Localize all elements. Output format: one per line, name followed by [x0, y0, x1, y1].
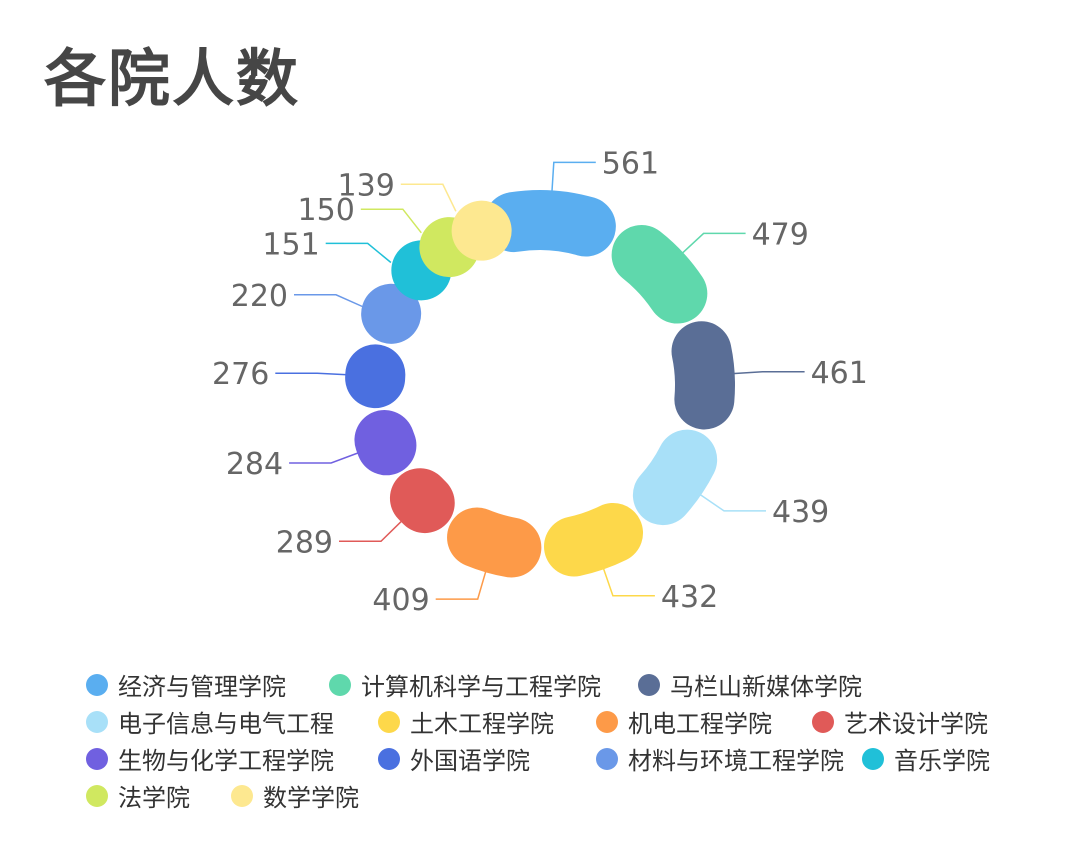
data-label-2: 461 [811, 356, 868, 391]
data-label-12: 139 [338, 168, 395, 203]
legend-row: 经济与管理学院 计算机科学与工程学院 马栏山新媒体学院 [86, 666, 1046, 703]
slice-6[interactable] [389, 468, 455, 534]
legend-label: 计算机科学与工程学院 [361, 673, 601, 701]
data-label-0: 561 [602, 146, 659, 181]
data-label-8: 276 [212, 357, 269, 392]
legend-item[interactable]: 电子信息与电气工程 [86, 703, 334, 740]
slice-7[interactable] [354, 410, 417, 476]
legend-label: 艺术设计学院 [844, 710, 988, 738]
legend-label: 材料与环境工程学院 [628, 747, 844, 775]
slice-2[interactable] [671, 321, 735, 430]
data-label-9: 220 [231, 279, 288, 314]
legend-item[interactable]: 艺术设计学院 [812, 703, 988, 740]
legend-swatch [812, 710, 834, 733]
leader-line-0 [551, 161, 596, 193]
legend-swatch [86, 673, 108, 696]
legend-label: 土木工程学院 [410, 710, 554, 738]
leader-line-3 [698, 493, 766, 512]
legend-label: 音乐学院 [894, 747, 990, 775]
leader-line-7 [289, 451, 360, 464]
legend-label: 马栏山新媒体学院 [670, 673, 862, 701]
chart-title: 各院人数 [44, 42, 301, 115]
legend-swatch [86, 747, 108, 770]
data-label-6: 289 [276, 525, 333, 560]
legend-label: 外国语学院 [410, 747, 530, 775]
legend-swatch [378, 710, 400, 733]
legend-label: 生物与化学工程学院 [118, 747, 334, 775]
legend-label: 电子信息与电气工程 [118, 710, 334, 738]
legend-swatch [378, 747, 400, 770]
leader-line-2 [732, 371, 805, 375]
leader-line-5 [435, 570, 487, 600]
legend-item[interactable]: 法学院 [86, 777, 190, 814]
data-label-7: 284 [226, 447, 283, 482]
legend-item[interactable]: 数学学院 [231, 777, 359, 814]
data-label-5: 409 [372, 583, 429, 618]
data-label-1: 479 [752, 217, 809, 252]
legend-item[interactable]: 计算机科学与工程学院 [329, 666, 601, 703]
legend-row: 法学院 数学学院 [86, 777, 1046, 814]
legend-swatch [86, 710, 108, 733]
legend-item[interactable]: 音乐学院 [862, 740, 990, 777]
leader-line-1 [681, 232, 746, 255]
data-label-4: 432 [661, 580, 718, 615]
leader-line-4 [602, 567, 655, 597]
legend-label: 数学学院 [263, 784, 359, 812]
legend-label: 法学院 [118, 784, 190, 812]
leader-line-10 [325, 242, 392, 264]
leader-line-8 [275, 372, 348, 376]
slice-4[interactable] [543, 502, 644, 577]
leader-line-9 [294, 294, 364, 308]
legend-swatch [86, 784, 108, 807]
data-label-10: 151 [262, 227, 319, 262]
leader-line-12 [400, 183, 457, 212]
data-label-11: 150 [298, 193, 355, 228]
leader-line-11 [360, 208, 422, 234]
legend-row: 电子信息与电气工程 土木工程学院 机电工程学院 艺术设计学院 [86, 703, 1046, 740]
legend-item[interactable]: 马栏山新媒体学院 [638, 666, 862, 703]
legend-item[interactable]: 材料与环境工程学院 [596, 740, 844, 777]
legend-swatch [329, 673, 351, 696]
legend-swatch [231, 784, 253, 807]
legend-item[interactable]: 机电工程学院 [596, 703, 772, 740]
slice-1[interactable] [611, 225, 708, 324]
leader-line-6 [339, 519, 403, 543]
data-label-3: 439 [772, 495, 829, 530]
slice-0[interactable] [484, 190, 616, 257]
legend-label: 机电工程学院 [628, 710, 772, 738]
legend-item[interactable]: 经济与管理学院 [86, 666, 286, 703]
legend-row: 生物与化学工程学院 外国语学院 材料与环境工程学院 音乐学院 [86, 740, 1046, 777]
legend-swatch [596, 710, 618, 733]
slice-3[interactable] [632, 429, 718, 526]
legend-label: 经济与管理学院 [118, 673, 286, 701]
legend-swatch [862, 747, 884, 770]
legend-swatch [638, 673, 660, 696]
legend-item[interactable]: 外国语学院 [378, 740, 530, 777]
legend-item[interactable]: 土木工程学院 [378, 703, 554, 740]
legend-swatch [596, 747, 618, 770]
legend: 经济与管理学院 计算机科学与工程学院 马栏山新媒体学院电子信息与电气工程 土木工程学院… [86, 666, 1046, 814]
legend-item[interactable]: 生物与化学工程学院 [86, 740, 334, 777]
slice-5[interactable] [447, 507, 542, 578]
